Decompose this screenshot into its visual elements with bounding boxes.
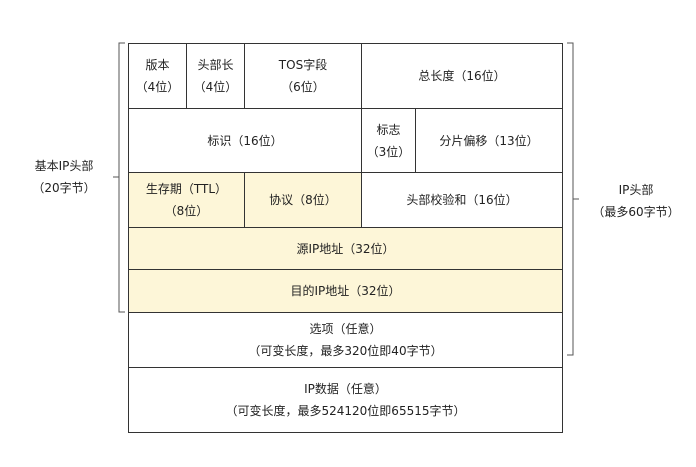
field-tos: TOS字段 （6位） (244, 43, 362, 109)
field-protocol-name: 协议（8位） (269, 193, 337, 207)
field-total-length: 总长度（16位） (361, 43, 563, 109)
ip-header-bracket (567, 42, 574, 356)
field-tos-bits: （6位） (281, 80, 325, 94)
field-header-length: 头部长 （4位） (186, 43, 245, 109)
field-header-length-bits: （4位） (193, 80, 238, 94)
field-identification-name: 标识（16位） (207, 133, 283, 148)
field-protocol: 协议（8位） (244, 172, 362, 228)
field-identification: 标识（16位） (128, 108, 362, 173)
field-ip-data-note: （可变长度，最多524120位即65515字节） (225, 404, 466, 418)
ip-header-label-title: IP头部 (618, 183, 654, 197)
field-total-length-name: 总长度（16位） (418, 69, 506, 83)
field-source-address: 源IP地址（32位） (128, 227, 563, 270)
field-options: 选项（任意） （可变长度，最多320位即40字节） (128, 312, 563, 368)
field-version-bits: （4位） (135, 80, 180, 94)
field-source-address-name: 源IP地址（32位） (296, 241, 395, 256)
field-ttl-name: 生存期（TTL） (145, 182, 228, 196)
field-flags-bits: （3位） (366, 144, 411, 159)
basic-header-label-size: （20字节） (32, 181, 96, 195)
field-flags: 标志 （3位） (361, 108, 416, 173)
field-flags-name: 标志 (376, 122, 401, 137)
field-destination-address: 目的IP地址（32位） (128, 269, 563, 313)
field-ip-data: IP数据（任意） （可变长度，最多524120位即65515字节） (128, 367, 563, 433)
field-options-name: 选项（任意） (309, 322, 382, 336)
basic-header-label: 基本IP头部 （20字节） (24, 155, 104, 199)
field-ttl-bits: （8位） (164, 204, 209, 218)
field-ttl: 生存期（TTL） （8位） (128, 172, 245, 228)
basic-header-label-title: 基本IP头部 (34, 159, 94, 173)
field-header-length-name: 头部长 (197, 58, 234, 72)
field-options-note: （可变长度，最多320位即40字节） (248, 344, 443, 358)
field-fragment-offset: 分片偏移（13位） (415, 108, 563, 173)
field-header-checksum-name: 头部校验和（16位） (406, 193, 518, 207)
ip-header-label: IP头部 （最多60字节） (586, 179, 686, 223)
field-version: 版本 （4位） (128, 43, 187, 109)
field-header-checksum: 头部校验和（16位） (361, 172, 563, 228)
field-destination-address-name: 目的IP地址（32位） (290, 284, 401, 298)
field-ip-data-name: IP数据（任意） (304, 382, 387, 396)
field-version-name: 版本 (145, 58, 170, 72)
field-tos-name: TOS字段 (278, 58, 328, 72)
basic-header-bracket (118, 42, 125, 313)
ip-header-label-size: （最多60字节） (592, 205, 680, 219)
field-fragment-offset-name: 分片偏移（13位） (439, 133, 539, 148)
